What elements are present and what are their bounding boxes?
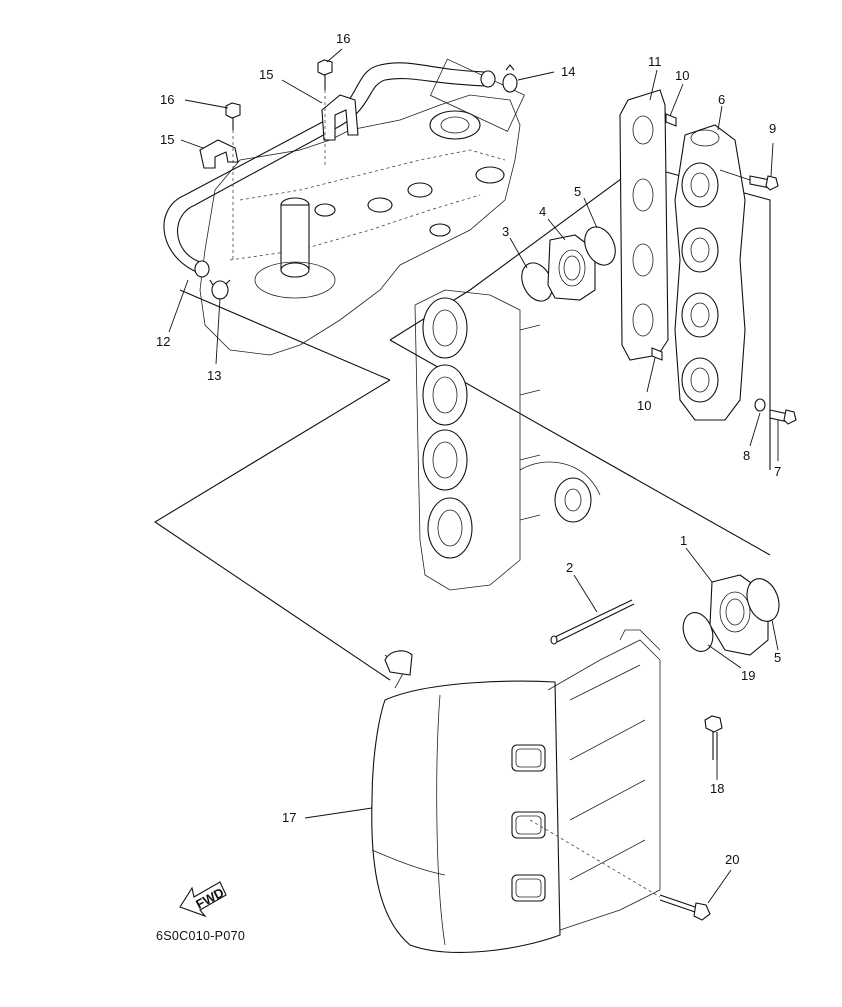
callout-4: 4 [539, 204, 546, 219]
callout-20: 20 [725, 852, 739, 867]
callout-13: 13 [207, 368, 221, 383]
hose [163, 62, 496, 278]
gasket-11 [619, 89, 669, 361]
joint-4 [547, 234, 596, 301]
bolt-20 [529, 819, 711, 921]
callout-10-lower: 10 [637, 398, 651, 413]
callout-15-lower: 15 [160, 132, 174, 147]
callout-8: 8 [743, 448, 750, 463]
callout-9: 9 [769, 121, 776, 136]
dowel-10-lower [651, 347, 663, 361]
callout-1: 1 [680, 533, 687, 548]
callout-19: 19 [741, 668, 755, 683]
dowel-10-upper [665, 113, 677, 127]
o-ring-5-upper [584, 226, 616, 266]
callout-10-upper: 10 [675, 68, 689, 83]
manifold-6 [674, 124, 746, 421]
o-ring-19 [682, 612, 714, 652]
callout-17: 17 [282, 810, 296, 825]
callout-2: 2 [566, 560, 573, 575]
bracket-15-upper [321, 94, 359, 141]
callout-14: 14 [561, 64, 575, 79]
bolt-16-lower [225, 102, 241, 260]
silencer-17 [371, 629, 661, 953]
frame-lines [153, 164, 771, 681]
callout-3: 3 [502, 224, 509, 239]
callout-7: 7 [774, 464, 781, 479]
rod-2 [550, 599, 635, 645]
bolt-18 [704, 715, 723, 760]
drawing-code: 6S0C010-P070 [156, 929, 245, 943]
callout-labels: 1 2 3 4 5 5 6 7 8 9 10 10 11 12 13 14 15… [156, 31, 781, 867]
bolt-9 [719, 169, 779, 191]
callout-18: 18 [710, 781, 724, 796]
clip-13 [209, 279, 231, 300]
fwd-label: FWD [193, 885, 226, 912]
callout-16-lower: 16 [160, 92, 174, 107]
engine-block [199, 58, 525, 356]
carburetor-stack [414, 289, 601, 591]
callout-16-upper: 16 [336, 31, 350, 46]
bolt-7 [769, 409, 797, 425]
clip-14 [502, 64, 518, 93]
bracket-15-lower [199, 139, 239, 169]
callout-15-upper: 15 [259, 67, 273, 82]
o-ring-5-lower [746, 578, 780, 622]
bolt-16-upper [317, 59, 333, 165]
callout-5-upper: 5 [574, 184, 581, 199]
callout-5-lower: 5 [774, 650, 781, 665]
callout-11: 11 [648, 54, 662, 69]
callout-6: 6 [718, 92, 725, 107]
fwd-arrow-icon: FWD [179, 881, 227, 918]
washer-8 [754, 398, 766, 412]
callout-12: 12 [156, 334, 170, 349]
leader-lines [168, 48, 779, 904]
